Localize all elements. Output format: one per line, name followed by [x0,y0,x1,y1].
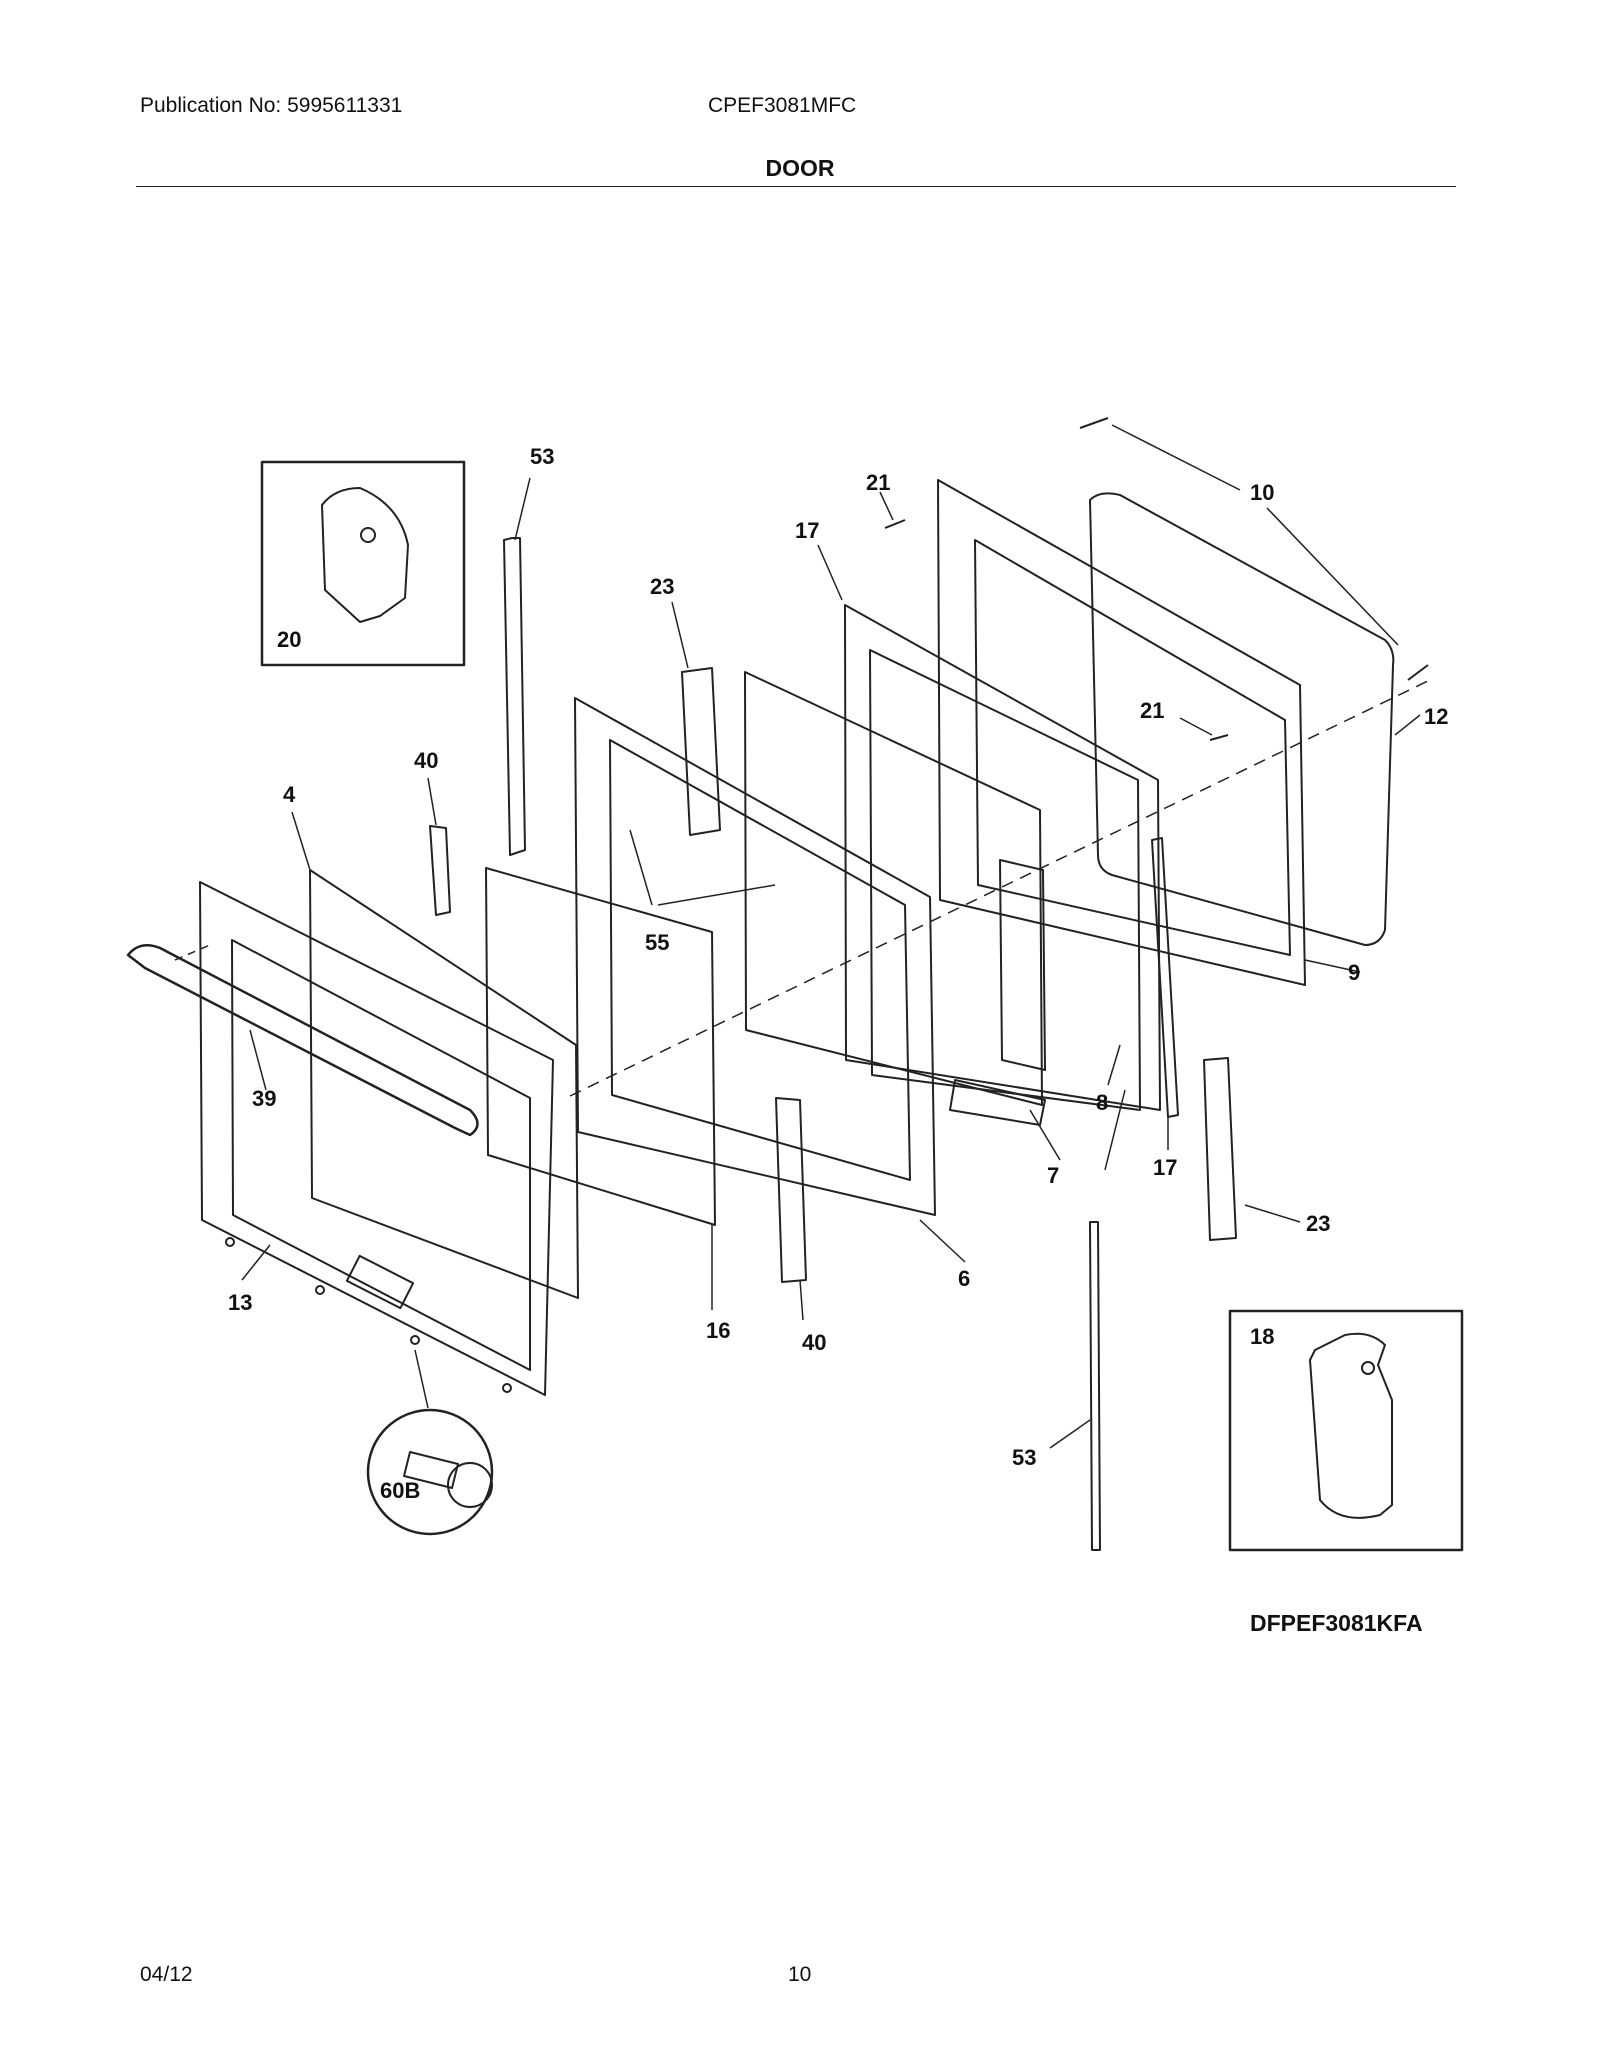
callout-20: 20 [277,627,301,652]
callout-39: 39 [252,1086,276,1111]
part-21-screw-upper [884,519,906,529]
callout-53-top: 53 [530,444,554,469]
part-17-gasket-right [1151,837,1179,1118]
callout-17-bottom: 17 [1153,1155,1177,1180]
inset-box-part-18 [1228,1309,1464,1552]
model-number: CPEF3081MFC [708,94,857,117]
callout-4: 4 [283,782,296,807]
callout-40-top: 40 [414,748,438,773]
part-21-screw-lower [1209,734,1229,741]
callout-7: 7 [1047,1163,1059,1188]
callout-18: 18 [1250,1324,1274,1349]
part-8-glass-panel [869,649,1141,1111]
callout-53-bottom: 53 [1012,1445,1036,1470]
header-rule [136,186,1456,187]
callout-13: 13 [228,1290,252,1315]
footer-date: 04/12 [140,1963,193,1986]
part-53-strip-top [503,537,526,856]
part-13-outer-door-panel [199,881,554,1396]
part-10-screw-right [1407,664,1429,681]
part-16-glass-panel [485,867,716,1226]
part-4-glass-panel [309,869,579,1299]
callout-23-top: 23 [650,574,674,599]
callout-17-top: 17 [795,518,819,543]
part-7-insulation [744,671,1043,1106]
callout-21-mid: 21 [1140,698,1164,723]
inset-box-part-20 [260,460,466,667]
publication-number: Publication No: 5995611331 [140,94,403,117]
part-23-hinge-upper [681,667,721,836]
footer-page-number: 10 [788,1963,812,1986]
callout-8: 8 [1096,1090,1108,1115]
callout-10: 10 [1250,480,1274,505]
callout-12: 12 [1424,704,1448,729]
callout-6: 6 [958,1266,970,1291]
section-title: DOOR [765,155,835,181]
part-40-bracket-left [429,825,451,916]
part-60b-screw-detail [366,1408,494,1536]
part-23-hinge-lower [1203,1057,1237,1241]
callout-9: 9 [1348,960,1360,985]
part-10-screw-top [1079,417,1109,429]
part-6-inner-frame [574,697,936,1216]
part-12-gasket [1089,492,1395,946]
callout-55: 55 [645,930,669,955]
part-40-bracket-center [775,1097,807,1283]
callout-23-bottom: 23 [1306,1211,1330,1236]
part-18-hinge-cover [1309,1332,1393,1519]
callout-21-top: 21 [866,470,890,495]
part-39-handle [126,943,479,1137]
callout-16: 16 [706,1318,730,1343]
callout-40-bottom: 40 [802,1330,826,1355]
part-53-strip-bottom [1089,1221,1101,1551]
part-20-hinge-cover [321,487,409,623]
diagram-code: DFPEF3081KFA [1250,1610,1423,1636]
part-9-door-liner [937,479,1306,986]
callout-60b: 60B [380,1478,420,1503]
